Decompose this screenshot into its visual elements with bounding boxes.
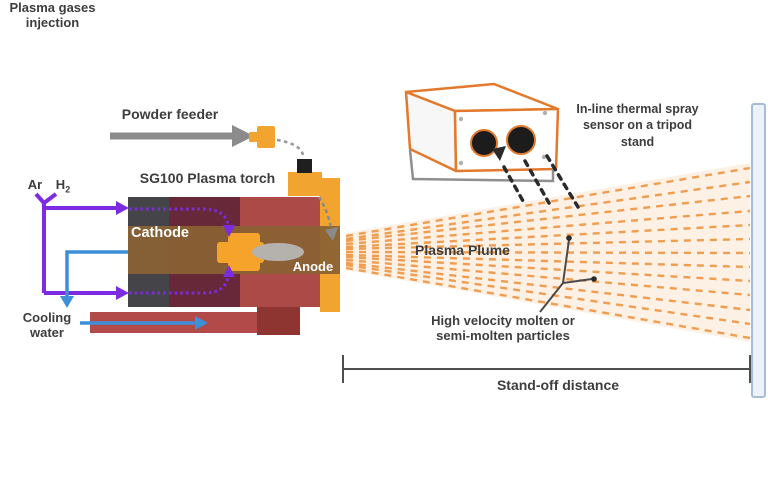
cathode-label: Cathode xyxy=(131,225,189,241)
gas-lines xyxy=(34,192,116,295)
sensor-screws xyxy=(458,110,548,166)
standoff-dimension-line xyxy=(342,355,751,383)
cooling-pipe-block xyxy=(257,305,300,335)
sensor-stand-bracket xyxy=(408,149,555,183)
cooling-arrowhead-down xyxy=(60,296,74,308)
plasma-plume-dashes xyxy=(345,166,751,340)
particle-dot-upper xyxy=(566,235,572,241)
powder-feeder-label: Powder feeder xyxy=(121,106,219,122)
powder-feeder-fitting xyxy=(257,126,275,148)
plasma-plume-label: Plasma Plume xyxy=(415,242,510,258)
powder-feed-hose-dashed xyxy=(276,138,305,159)
powder-feeder-arrowhead xyxy=(232,125,254,147)
sensor-lens-right xyxy=(506,125,536,155)
sensor-sight-dashes xyxy=(502,154,580,209)
gas-flow-arrowhead-up xyxy=(223,265,235,277)
powder-feeder-fitting-tab xyxy=(249,132,261,142)
nozzle-bore xyxy=(252,243,304,261)
sensor-lens-left xyxy=(470,129,498,157)
powder-inlet-block xyxy=(288,172,322,196)
particles-label: High velocity molten or semi-molten part… xyxy=(431,313,575,344)
gas-h2-label: H2 xyxy=(55,177,71,195)
particles-leader-line xyxy=(539,239,593,313)
standoff-label: Stand-off distance xyxy=(496,377,620,393)
powder-inlet-port xyxy=(297,159,312,173)
cooling-arrowhead-right xyxy=(195,316,208,330)
plasma-gases-label: Plasma gases injection xyxy=(9,0,96,31)
anode-label: Anode xyxy=(292,259,334,274)
substrate-panel xyxy=(751,103,766,398)
nozzle-core-horizontal xyxy=(217,242,264,263)
torch-title-label: SG100 Plasma torch xyxy=(139,170,276,186)
gas-arrowhead-bottom xyxy=(116,286,129,300)
gas-ar-label: Ar xyxy=(27,177,43,192)
powder-injection-arrowhead xyxy=(325,227,338,241)
gas-flow-arrowhead-down xyxy=(223,225,235,237)
gas-arrowhead-top xyxy=(116,201,129,215)
torch-body xyxy=(128,159,340,312)
particle-dot-lower xyxy=(591,276,597,282)
sensor-sight-arrowhead xyxy=(492,146,506,161)
gas-flow-dotted xyxy=(129,207,231,295)
cooling-water-label: Cooling water xyxy=(22,310,72,341)
sensor-box xyxy=(404,82,560,173)
sensor-label: In-line thermal spray sensor on a tripod… xyxy=(576,102,699,149)
powder-injection-dashed xyxy=(317,196,333,231)
cooling-lines xyxy=(65,250,195,325)
